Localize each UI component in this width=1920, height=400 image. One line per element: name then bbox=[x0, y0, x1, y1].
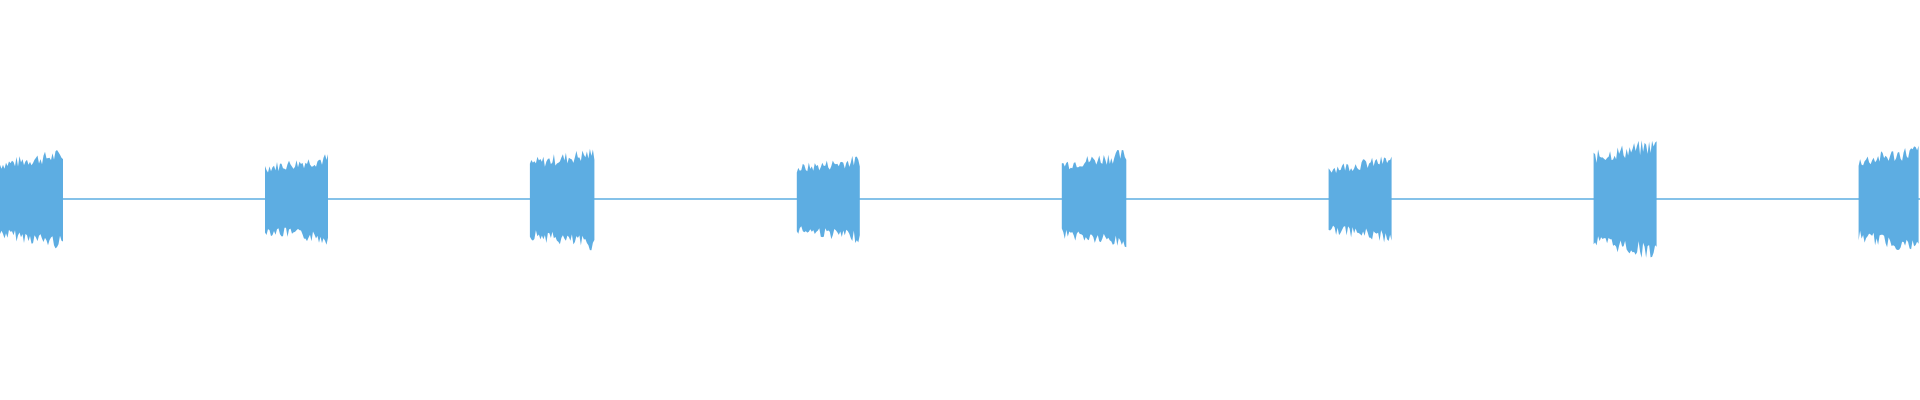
waveform-burst bbox=[796, 155, 860, 243]
waveform-burst bbox=[1593, 140, 1657, 258]
waveform-burst bbox=[265, 154, 328, 245]
waveform-burst bbox=[1061, 150, 1127, 248]
waveform-bursts bbox=[0, 140, 1919, 258]
waveform-burst bbox=[0, 150, 63, 249]
waveform-burst bbox=[1328, 156, 1392, 243]
waveform-burst bbox=[529, 148, 595, 251]
waveform-burst bbox=[1858, 145, 1919, 250]
